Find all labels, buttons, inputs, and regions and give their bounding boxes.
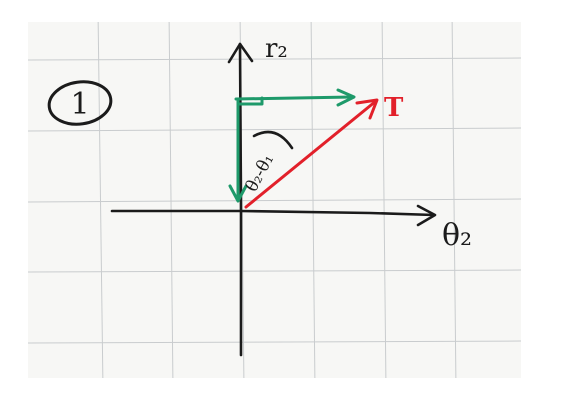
step-number: 1 [70,87,89,122]
circle-outline [47,80,113,126]
circled-step-number: 1 [47,80,113,126]
angle-arc [252,130,294,150]
resultant-vector [244,98,379,209]
resultant-label: T [384,93,404,123]
component-bracket [236,96,264,106]
vertical-axis-label: r₂ [265,34,288,64]
vertical-component-arrowhead [228,184,248,203]
horizontal-axis-label: θ₂ [442,218,472,253]
resultant-arrowhead [355,98,379,120]
horizontal-component-arrowhead [336,88,356,107]
horizontal-axis-arrowhead [416,204,437,227]
horizontal-component-vector [234,95,354,101]
vertical-axis-arrowhead [227,42,254,64]
horizontal-axis [110,204,437,227]
green-component-vectors [228,88,356,203]
